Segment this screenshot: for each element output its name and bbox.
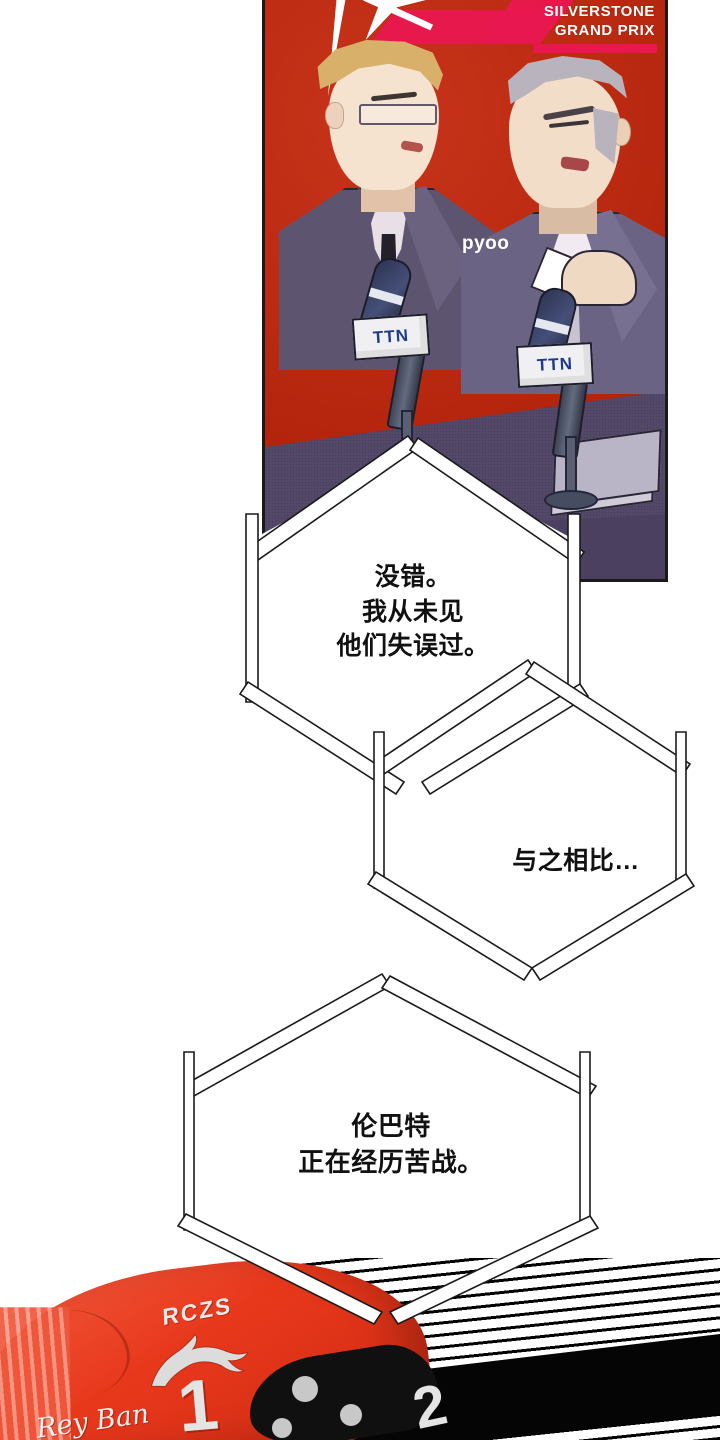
racing-helmet-panel: RCZS 1 2 Rey Ban	[0, 1258, 720, 1440]
event-banner-underline	[533, 44, 657, 53]
event-banner-line1: SILVERSTONE	[543, 3, 655, 20]
eyeglasses-icon	[359, 104, 437, 125]
speech-bubble-2: 与之相比…	[366, 658, 696, 982]
speech-bubble-3: 伦巴特 正在经历苦战。	[176, 972, 600, 1326]
event-banner-line2: GRAND PRIX	[554, 22, 655, 39]
speech-bubble-1: 没错。 我从未见 他们失误过。	[238, 434, 590, 796]
speech-bubble-3-text: 伦巴特 正在经历苦战。	[298, 1111, 484, 1177]
helmet-vent-icon	[272, 1418, 292, 1438]
event-banner: SILVERSTONE GRAND PRIX	[544, 2, 655, 40]
leaping-cat-logo-icon	[150, 1333, 249, 1388]
microphone-label-left: TTN	[351, 313, 431, 361]
helmet-vent-icon	[340, 1404, 362, 1426]
speech-bubble-2-text: 与之相比…	[512, 846, 640, 875]
speech-bubble-frame	[366, 658, 696, 982]
microphone-base	[544, 490, 598, 510]
helmet-vent-icon	[292, 1376, 318, 1402]
speech-bubble-1-text: 没错。 我从未见 他们失误过。	[336, 563, 490, 661]
sound-effect-text: pyoo	[462, 233, 510, 254]
speech-bubble-frame	[176, 972, 600, 1326]
speech-bubble-frame	[238, 434, 590, 796]
white-sparkle-icon	[325, 0, 455, 94]
ear	[325, 102, 344, 129]
helmet-racing-number: 1	[174, 1364, 222, 1440]
microphone-label-right: TTN	[515, 342, 595, 388]
